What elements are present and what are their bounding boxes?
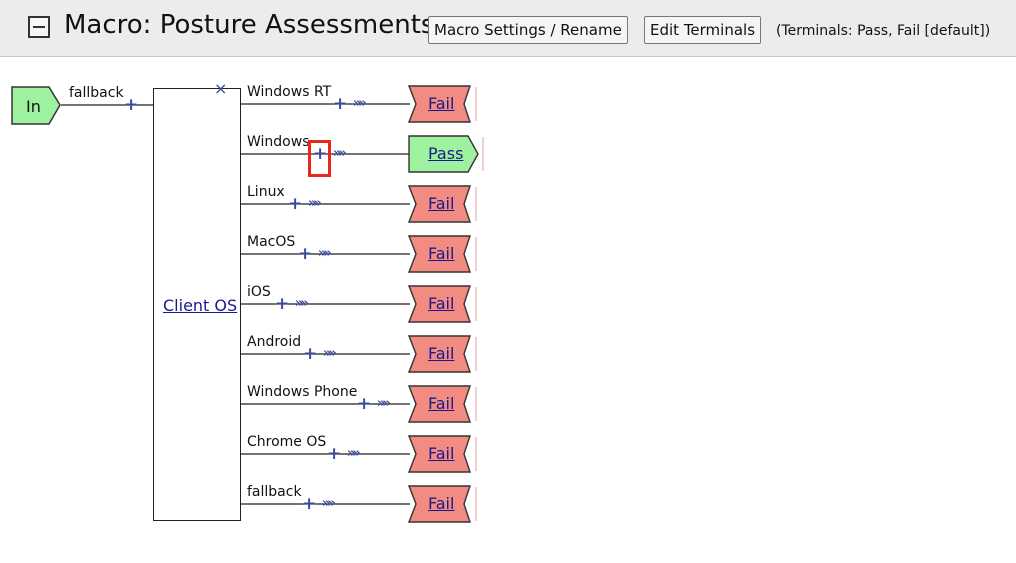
double-chevron-right-icon: »»: [333, 146, 347, 161]
macro-settings-button[interactable]: Macro Settings / Rename: [428, 16, 628, 44]
double-chevron-right-icon: »»: [347, 446, 361, 461]
fail-link[interactable]: Fail: [428, 94, 455, 113]
branch-label: Windows Phone: [247, 384, 358, 400]
add-icon[interactable]: +: [333, 94, 348, 114]
fail-terminal[interactable]: [408, 185, 478, 225]
fail-link[interactable]: Fail: [428, 294, 455, 313]
branch-label: iOS: [247, 284, 271, 300]
branch-label: fallback: [247, 484, 302, 500]
add-icon[interactable]: +: [302, 494, 317, 514]
add-icon[interactable]: +: [275, 294, 290, 314]
fail-terminal[interactable]: [408, 485, 478, 525]
add-icon[interactable]: +: [313, 144, 328, 164]
fail-link[interactable]: Fail: [428, 444, 455, 463]
flow-lines: [61, 103, 410, 505]
fail-link[interactable]: Fail: [428, 344, 455, 363]
add-icon[interactable]: +: [288, 194, 303, 214]
double-chevron-right-icon: »»: [295, 296, 309, 311]
fail-terminal[interactable]: [408, 335, 478, 375]
branch-label: Android: [247, 334, 302, 350]
terminals-note: (Terminals: Pass, Fail [default]): [776, 23, 991, 39]
macro-header: Macro: Posture Assessments Macro Setting…: [0, 0, 1016, 57]
double-chevron-right-icon: »»: [353, 96, 367, 111]
add-icon[interactable]: +: [298, 244, 313, 264]
branch-label: MacOS: [247, 234, 296, 250]
fail-terminal[interactable]: [408, 435, 478, 475]
branch-label: Linux: [247, 184, 285, 200]
add-icon[interactable]: +: [124, 95, 139, 115]
page-title: Macro: Posture Assessments: [64, 10, 435, 40]
close-icon[interactable]: ×: [214, 79, 228, 98]
fail-link[interactable]: Fail: [428, 244, 455, 263]
client-os-decision[interactable]: [153, 88, 241, 521]
fail-terminal[interactable]: [408, 85, 478, 125]
fail-terminal[interactable]: [408, 235, 478, 275]
add-icon[interactable]: +: [357, 394, 372, 414]
double-chevron-right-icon: »»: [323, 346, 337, 361]
in-node[interactable]: [11, 86, 63, 126]
branch-label: Chrome OS: [247, 434, 327, 450]
fail-link[interactable]: Fail: [428, 194, 455, 213]
edit-terminals-button[interactable]: Edit Terminals: [644, 16, 762, 44]
in-branch-label: fallback: [69, 85, 124, 101]
fail-link[interactable]: Fail: [428, 494, 455, 513]
double-chevron-right-icon: »»: [322, 496, 336, 511]
fail-link[interactable]: Fail: [428, 394, 455, 413]
add-icon[interactable]: +: [327, 444, 342, 464]
fail-terminal[interactable]: [408, 385, 478, 425]
in-node-label: In: [26, 97, 41, 116]
fail-terminal[interactable]: [408, 285, 478, 325]
add-icon[interactable]: +: [303, 344, 318, 364]
double-chevron-right-icon: »»: [377, 396, 391, 411]
client-os-link[interactable]: Client OS: [163, 296, 238, 315]
collapse-icon[interactable]: [28, 16, 50, 38]
double-chevron-right-icon: »»: [308, 196, 322, 211]
pass-link[interactable]: Pass: [428, 144, 464, 163]
pass-terminal[interactable]: [408, 135, 486, 175]
flow-canvas: In fallback + Client OS × Windows RT+»»F…: [0, 58, 1016, 563]
branch-label: Windows: [247, 134, 310, 150]
double-chevron-right-icon: »»: [318, 246, 332, 261]
branch-label: Windows RT: [247, 84, 332, 100]
